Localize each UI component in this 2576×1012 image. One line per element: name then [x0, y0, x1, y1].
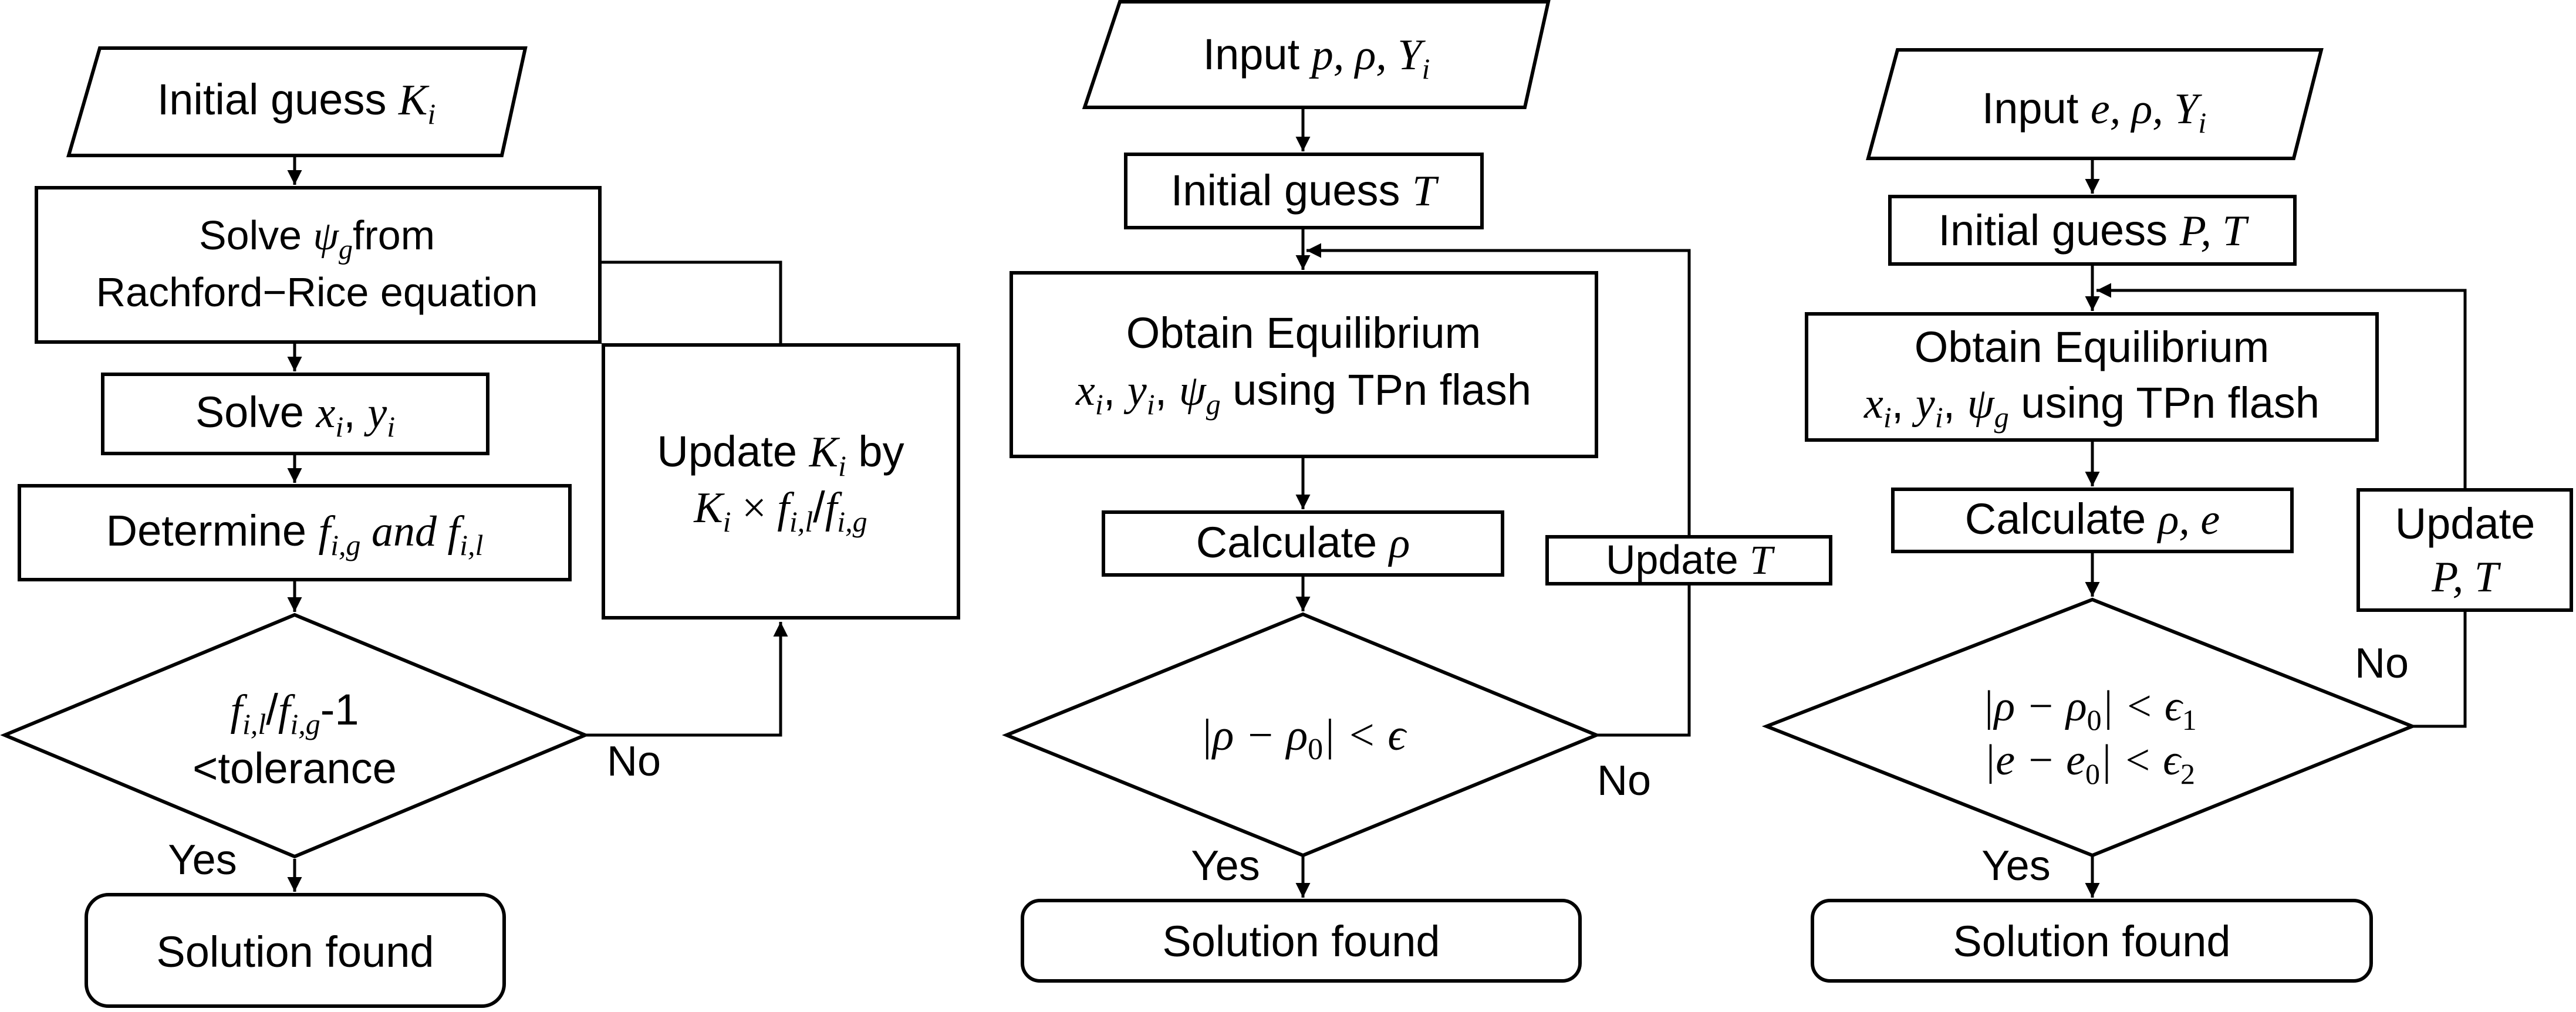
update-pt-line2: P, T — [2431, 553, 2501, 601]
input-label: Input e, ρ, Yi — [1982, 84, 2207, 139]
tolerance-line1: fi,l/fi,g-1 — [230, 685, 359, 740]
solution-found-label: Solution found — [1953, 917, 2230, 966]
yes-label: Yes — [1191, 842, 1260, 889]
update-k-line1: Update Ki by — [657, 427, 904, 482]
input-parallelogram — [1866, 48, 2324, 160]
calculate-rho-e-box — [1891, 488, 2294, 553]
no-label: No — [607, 738, 661, 785]
determine-fugacity-label: Determine fi,g and fi,l — [106, 506, 484, 561]
energy-condition: |e − e0| < ϵ2 — [1984, 736, 2195, 790]
input-parallelogram — [66, 46, 528, 157]
flowchart-fugacity-iteration: Initial guess Ki Solve ψgfrom Rachford−R… — [0, 46, 960, 1008]
density-condition: |ρ − ρ0| < ϵ — [1200, 710, 1407, 766]
initial-guess-t-label: Initial guess T — [1171, 166, 1439, 215]
equilibrium-line2: xi, yi, ψg using TPn flash — [1863, 378, 2320, 434]
tolerance-line2: <tolerance — [193, 744, 397, 793]
yes-label: Yes — [1981, 842, 2050, 889]
calculate-rho-label: Calculate ρ — [1196, 518, 1410, 567]
no-label: No — [1597, 757, 1651, 804]
equilibrium-box — [1805, 312, 2379, 442]
update-t-label: Update T — [1606, 537, 1775, 583]
equilibrium-line1: Obtain Equilibrium — [1915, 323, 2270, 371]
input-label: Input p, ρ, Yi — [1203, 30, 1430, 85]
rachford-rice-box — [35, 186, 602, 344]
no-label: No — [2355, 640, 2409, 687]
equilibrium-line1: Obtain Equilibrium — [1126, 309, 1481, 357]
rachford-rice-line2: Rachford−Rice equation — [96, 269, 538, 315]
solution-found-label: Solution found — [1162, 917, 1440, 966]
input-label: Initial guess Ki — [157, 75, 436, 130]
solution-found-terminal — [1021, 899, 1582, 983]
update-pt-line1: Update — [2395, 499, 2536, 548]
energy-density-decision — [1761, 597, 2418, 858]
initial-guess-pt-box — [1888, 195, 2297, 266]
loop-connector — [1306, 243, 1691, 737]
rachford-rice-line1: Solve ψgfrom — [199, 212, 435, 265]
flowchart-energy-density-solver: Input e, ρ, Yi Initial guess P, T Obtain… — [1761, 48, 2573, 983]
initial-guess-t-box — [1124, 153, 1484, 229]
density-condition: |ρ − ρ0| < ϵ1 — [1982, 682, 2196, 736]
equilibrium-box — [1010, 271, 1598, 458]
loop-connector — [2096, 283, 2467, 490]
determine-fugacity-box — [18, 484, 572, 581]
update-k-line2: Ki × fi,l/fi,g — [693, 483, 867, 538]
density-decision — [1002, 612, 1601, 858]
no-connector — [585, 622, 788, 737]
flowchart-density-solver: Input p, ρ, Yi Initial guess T Obtain Eq… — [1002, 0, 1832, 983]
solution-found-terminal — [85, 893, 506, 1008]
calculate-rho-e-label: Calculate ρ, e — [1965, 495, 2220, 544]
update-k-box — [602, 343, 960, 620]
input-parallelogram — [1082, 0, 1551, 109]
solution-found-terminal — [1811, 899, 2373, 983]
solve-xy-label: Solve xi, yi — [195, 388, 395, 443]
solve-xy-box — [101, 373, 489, 455]
update-t-box — [1545, 535, 1832, 585]
solution-found-label: Solution found — [156, 928, 434, 976]
equilibrium-line2: xi, yi, ψg using TPn flash — [1075, 365, 1531, 421]
update-pt-box — [2356, 488, 2573, 612]
no-connector — [2412, 610, 2467, 728]
yes-label: Yes — [168, 837, 237, 884]
calculate-rho-box — [1102, 510, 1504, 577]
initial-guess-pt-label: Initial guess P, T — [1938, 206, 2249, 255]
loop-connector — [555, 255, 782, 343]
tolerance-decision — [0, 612, 590, 859]
